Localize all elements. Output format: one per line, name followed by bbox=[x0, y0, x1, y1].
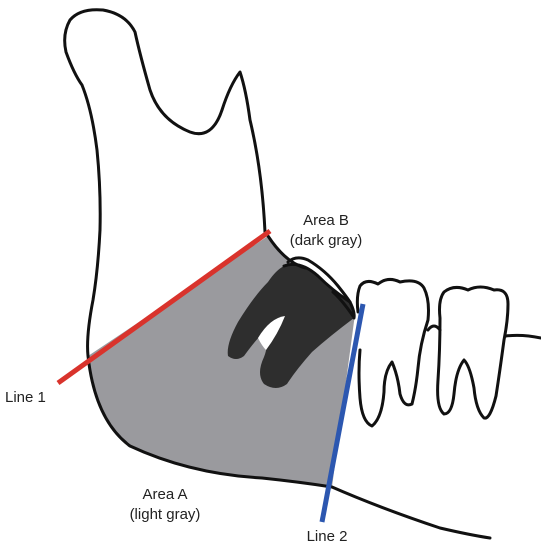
area-b-label: Area B (dark gray) bbox=[276, 211, 376, 251]
area-a-label: Area A (light gray) bbox=[115, 485, 215, 525]
molar-2 bbox=[357, 279, 428, 426]
area-b-subtitle: (dark gray) bbox=[276, 231, 376, 251]
line-1-label: Line 1 bbox=[5, 388, 46, 408]
area-a-subtitle: (light gray) bbox=[115, 505, 215, 525]
area-a-title: Area A bbox=[115, 485, 215, 505]
line-2-label: Line 2 bbox=[297, 527, 357, 547]
molar-1 bbox=[438, 287, 508, 418]
area-b-title: Area B bbox=[276, 211, 376, 231]
alveolar-margin-front bbox=[428, 326, 541, 338]
